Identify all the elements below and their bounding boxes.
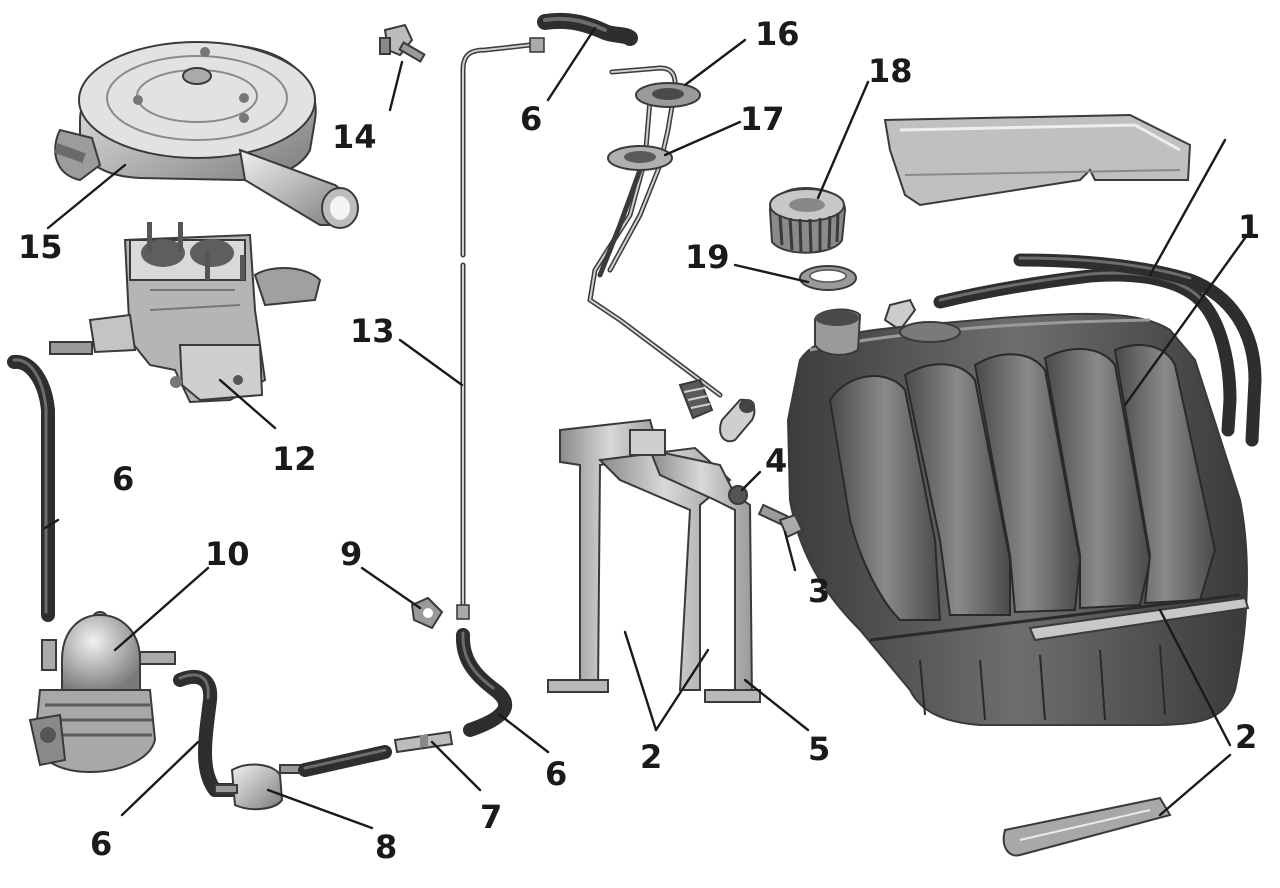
fuel-gauge-sender [587,65,756,443]
callout-17: 18 [868,52,913,90]
callout-8: 8 [375,828,397,866]
callout-6-left: 6 [112,460,134,498]
hose-clip [410,596,444,630]
callout-16: 17 [740,100,785,138]
filler-cap [768,186,847,254]
inline-connector [298,730,454,777]
fuel-filter [214,763,305,811]
fuel-tank [786,308,1248,726]
callout-1: 1 [1238,208,1260,246]
tank-vent-hoses [883,253,1262,447]
callout-11: 12 [272,440,317,478]
callout-3: 3 [808,572,830,610]
tee-fitting [379,23,426,63]
callout-6-bottom: 6 [90,825,112,863]
callout-14: 15 [18,228,63,266]
tank-retaining-straps [547,418,761,703]
tank-support-strap-lower [1002,596,1250,857]
callout-7: 7 [480,798,502,836]
heat-shield-plate [883,113,1192,207]
callout-6-mid: 6 [545,755,567,793]
callout-12: 13 [350,312,395,350]
hose-left-vertical [7,354,55,622]
hose-top [537,12,638,46]
leader-lines [43,26,1247,830]
air-filter-housing [54,41,359,229]
callout-2-straps: 2 [640,738,662,776]
callout-labels: 15 12 14 13 6 16 17 18 19 1 6 10 9 6 6 8… [18,15,1260,866]
callout-2-tank: 2 [1235,718,1257,756]
filler-seal-ring [799,265,857,291]
hose-lower-middle [455,628,513,737]
callout-5: 5 [808,730,830,768]
carburettor [49,222,322,404]
callout-10: 10 [205,535,250,573]
callout-18: 19 [685,238,730,276]
callout-9: 9 [340,535,362,573]
callout-4: 4 [765,442,787,480]
fuel-return-line [456,37,545,620]
fuel-pump [28,611,176,774]
callout-15: 16 [755,15,800,53]
callout-6-top: 6 [520,100,542,138]
callout-13: 14 [332,118,377,156]
hose-pump-to-filter [173,669,239,797]
